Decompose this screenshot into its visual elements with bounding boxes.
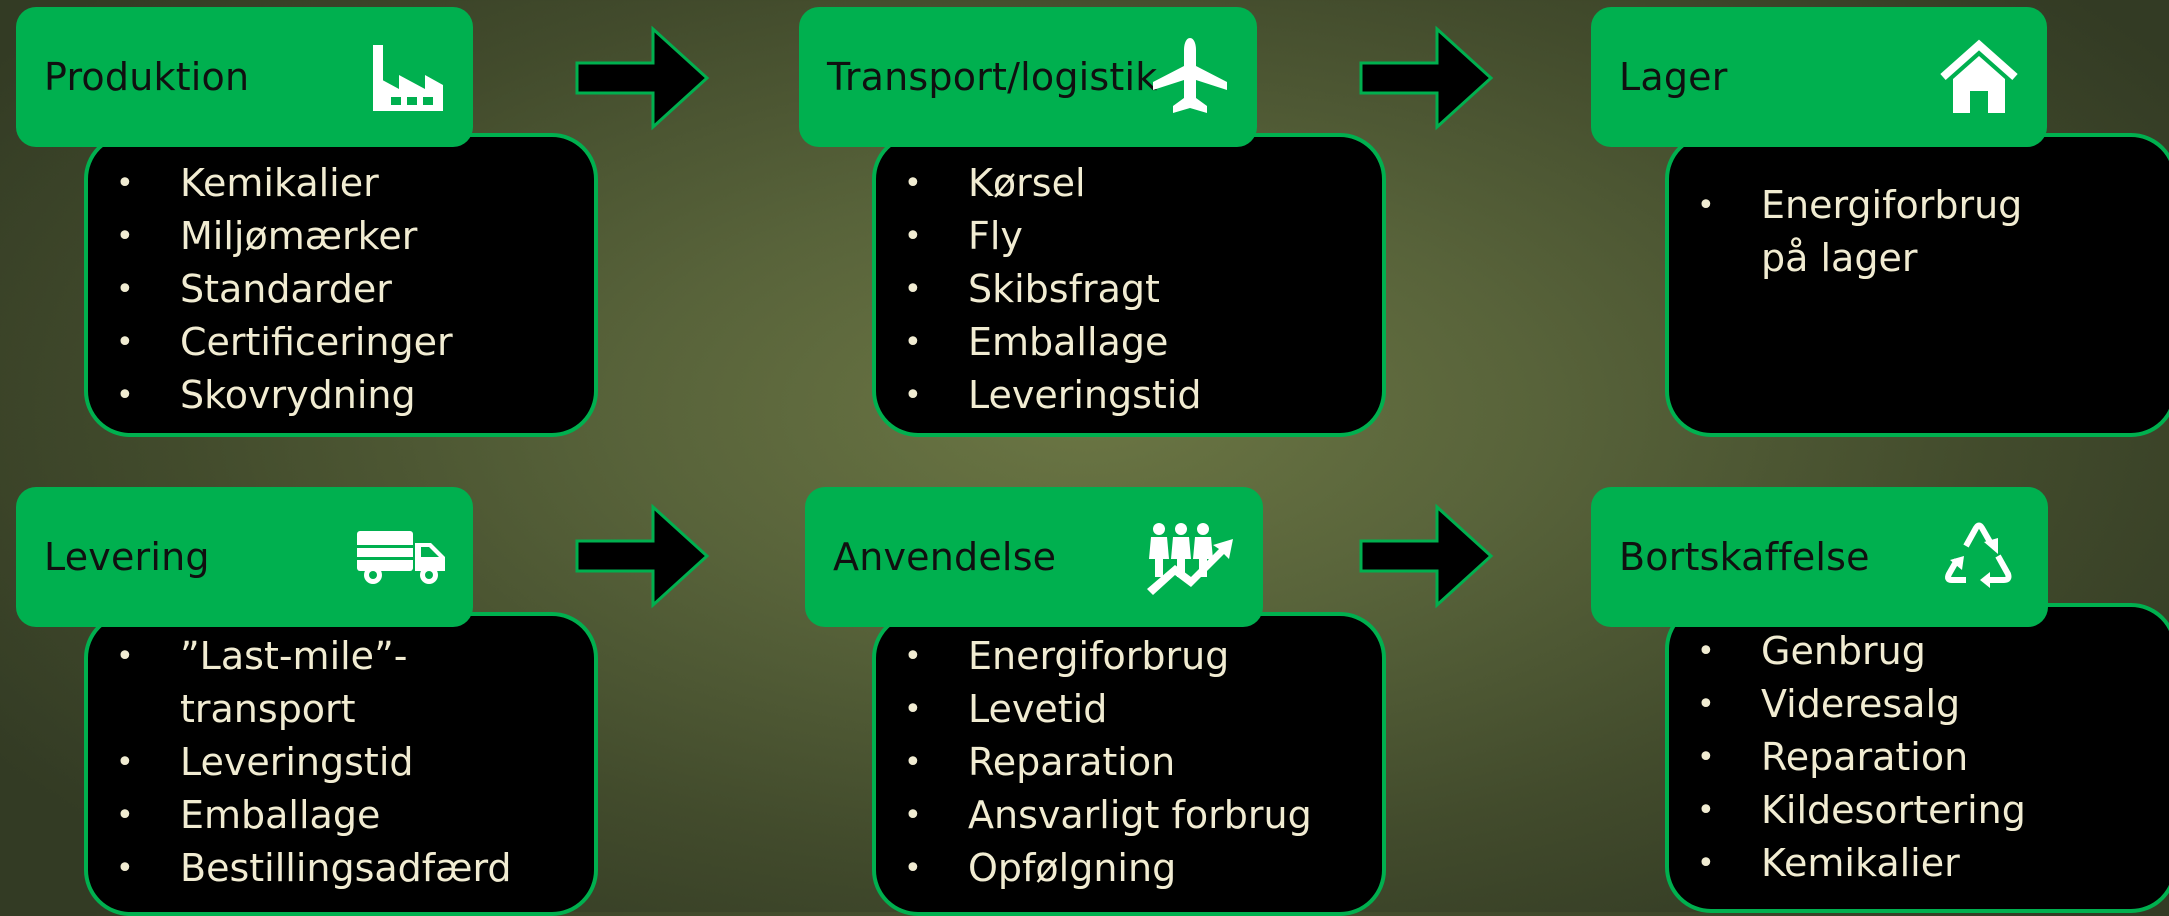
lager-card: Energiforbrug på lager (1665, 133, 2169, 437)
levering-header: Levering (16, 487, 473, 627)
list-item: Leveringstid (88, 736, 594, 789)
anvendelse-title: Anvendelse (833, 535, 1057, 579)
list-item: Opfølgning (876, 842, 1382, 895)
list-item: Leveringstid (876, 369, 1382, 422)
produktion-title: Produktion (44, 55, 250, 99)
lager-list: Energiforbrug på lager (1669, 137, 2169, 285)
airplane-icon (1149, 36, 1231, 118)
bortskaffelse-list: Genbrug Videresalg Reparation Kildesorte… (1669, 607, 2169, 890)
list-item: Kemikalier (88, 157, 594, 210)
list-item: Skibsfragt (876, 263, 1382, 316)
list-item: Reparation (1669, 731, 2169, 784)
levering-title: Levering (44, 535, 210, 579)
lager-title: Lager (1619, 55, 1728, 99)
anvendelse-card: Energiforbrug Levetid Reparation Ansvarl… (872, 612, 1386, 916)
list-item: Energiforbrug (876, 630, 1382, 683)
levering-card: ”Last-mile”-transport Leveringstid Embal… (84, 612, 598, 916)
list-item: Genbrug (1669, 625, 2169, 678)
transport-title: Transport/logistik (827, 55, 1158, 99)
list-item: Fly (876, 210, 1382, 263)
arrow-right-icon (575, 25, 710, 131)
levering-list: ”Last-mile”-transport Leveringstid Embal… (88, 616, 594, 895)
transport-list: Kørsel Fly Skibsfragt Emballage Levering… (876, 137, 1382, 422)
list-item: Emballage (876, 316, 1382, 369)
truck-icon (355, 527, 447, 587)
list-item: Energiforbrug på lager (1669, 179, 2081, 285)
lager-header: Lager (1591, 7, 2047, 147)
list-item: Kemikalier (1669, 837, 2169, 890)
produktion-header: Produktion (16, 7, 473, 147)
list-item: Kildesortering (1669, 784, 2169, 837)
transport-header: Transport/logistik (799, 7, 1257, 147)
list-item: Ansvarligt forbrug (876, 789, 1382, 842)
produktion-list: Kemikalier Miljømærker Standarder Certif… (88, 137, 594, 422)
arrow-right-icon (1359, 25, 1494, 131)
bortskaffelse-title: Bortskaffelse (1619, 535, 1870, 579)
arrow-right-icon (1359, 503, 1494, 609)
arrow-right-icon (575, 503, 710, 609)
bortskaffelse-header: Bortskaffelse (1591, 487, 2048, 627)
anvendelse-header: Anvendelse (805, 487, 1263, 627)
house-icon (1937, 37, 2021, 117)
anvendelse-list: Energiforbrug Levetid Reparation Ansvarl… (876, 616, 1382, 895)
list-item: Bestillingsadfærd (88, 842, 594, 895)
list-item: Certificeringer (88, 316, 594, 369)
list-item: Levetid (876, 683, 1382, 736)
list-item: Emballage (88, 789, 594, 842)
list-item: Videresalg (1669, 678, 2169, 731)
people-growth-icon (1145, 519, 1237, 595)
list-item: Kørsel (876, 157, 1382, 210)
list-item: ”Last-mile”-transport (88, 630, 410, 736)
list-item: Standarder (88, 263, 594, 316)
recycle-icon (1936, 516, 2022, 598)
transport-card: Kørsel Fly Skibsfragt Emballage Levering… (872, 133, 1386, 437)
produktion-card: Kemikalier Miljømærker Standarder Certif… (84, 133, 598, 437)
bortskaffelse-card: Genbrug Videresalg Reparation Kildesorte… (1665, 603, 2169, 913)
list-item: Miljømærker (88, 210, 594, 263)
list-item: Reparation (876, 736, 1382, 789)
list-item: Skovrydning (88, 369, 594, 422)
factory-icon (367, 37, 447, 117)
